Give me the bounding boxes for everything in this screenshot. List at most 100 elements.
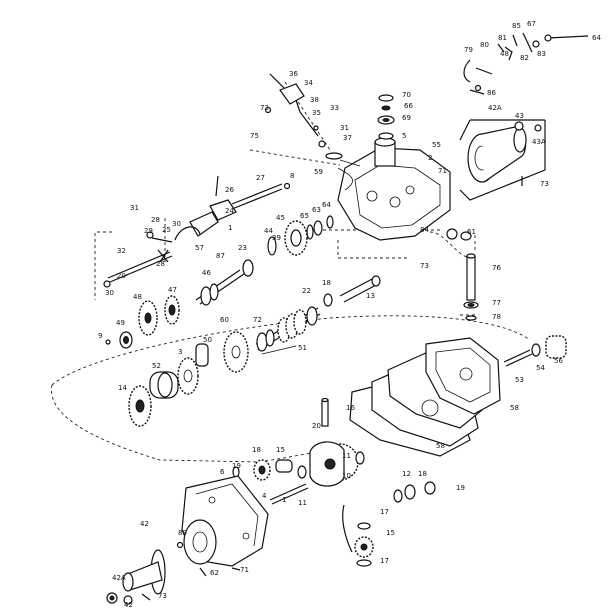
callout-c26: 26 [225, 186, 234, 194]
callout-c57: 57 [195, 244, 204, 252]
shaft-13 [323, 275, 381, 307]
callout-c55: 55 [432, 141, 441, 149]
callout-c31b: 31 [130, 204, 139, 212]
callout-c53: 53 [515, 376, 524, 384]
callout-c9: 9 [98, 332, 102, 340]
callout-c43a: 43A [532, 138, 546, 146]
lower-right-gears [342, 481, 436, 567]
callout-c77: 77 [492, 299, 501, 307]
callout-c36: 36 [289, 70, 298, 78]
callout-c32: 32 [117, 247, 126, 255]
cover-gaskets [349, 337, 501, 457]
callout-c42b: 42 [124, 601, 133, 609]
callout-c51: 51 [298, 344, 307, 352]
callout-c34: 34 [304, 79, 313, 87]
differential-assembly [297, 397, 365, 487]
callout-c56: 56 [554, 357, 563, 365]
callout-c80: 80 [480, 41, 489, 49]
callout-c48: 48 [500, 50, 509, 58]
callout-c1: 1 [228, 224, 232, 232]
callout-c48b: 48 [133, 293, 142, 301]
callout-c65: 65 [300, 212, 309, 220]
callout-c27: 27 [256, 174, 265, 182]
callout-c13: 13 [366, 292, 375, 300]
callout-c85: 85 [512, 22, 521, 30]
output-shaft-21 [255, 306, 321, 355]
callout-c35: 35 [312, 109, 321, 117]
callout-c78: 78 [492, 313, 501, 321]
callout-c15: 15 [276, 446, 285, 454]
callout-c75: 75 [250, 132, 259, 140]
callout-c33: 33 [330, 104, 339, 112]
countershaft-gears [128, 331, 249, 427]
shift-rod-and-fork [146, 175, 291, 263]
callout-c63: 63 [312, 206, 321, 214]
lower-housing [181, 475, 269, 567]
callout-c45: 45 [276, 214, 285, 222]
callout-c58: 58 [510, 404, 519, 412]
callout-c29: 29 [144, 227, 153, 235]
callout-c72: 72 [260, 104, 269, 112]
shift-linkage-parts [463, 32, 589, 95]
callout-c11b: 11 [298, 499, 307, 507]
callout-c47: 47 [168, 286, 177, 294]
callout-c81: 81 [498, 34, 507, 42]
shift-lever [264, 73, 343, 160]
callout-c30: 30 [105, 289, 114, 297]
callout-c43: 43 [515, 112, 524, 120]
stacked-washers-top [377, 94, 395, 140]
callout-c18: 18 [322, 279, 331, 287]
callout-c71b: 71 [240, 566, 249, 574]
callout-c42: 42 [140, 520, 149, 528]
shaft-32 [103, 251, 173, 288]
callout-c70: 70 [402, 91, 411, 99]
callout-c66: 66 [404, 102, 413, 110]
callout-c89: 89 [178, 529, 187, 537]
callout-c8: 8 [290, 172, 294, 180]
right-side-parts [446, 228, 479, 321]
callout-c83: 83 [537, 50, 546, 58]
upper-gear-housing [337, 137, 451, 241]
callout-c52: 52 [152, 362, 161, 370]
callout-c6: 6 [220, 468, 225, 476]
callout-c87: 87 [216, 252, 225, 260]
callout-c18b: 18 [252, 446, 261, 454]
callout-c58b: 58 [436, 442, 445, 450]
callout-c73b: 73 [420, 262, 429, 270]
callout-c31: 31 [340, 124, 349, 132]
callout-c3: 3 [178, 348, 182, 356]
callout-c24: 24 [225, 207, 234, 215]
callout-c64b: 64 [322, 201, 331, 209]
axle-flange-left [106, 541, 241, 605]
callout-c79: 79 [464, 46, 473, 54]
callout-c17: 17 [380, 508, 389, 516]
callout-c59: 59 [314, 168, 323, 176]
callout-c28: 28 [151, 216, 160, 224]
callout-c1b: 1 [282, 496, 286, 504]
bevel-gear-45 [267, 215, 334, 256]
callout-c19: 19 [232, 462, 241, 470]
callout-c46: 46 [202, 269, 211, 277]
callout-c5: 5 [402, 132, 406, 140]
callout-c49: 49 [116, 319, 125, 327]
callout-c11: 11 [342, 452, 351, 460]
callout-c71: 71 [438, 167, 447, 175]
callout-c20: 20 [117, 272, 126, 280]
callout-c50: 50 [203, 336, 212, 344]
shaft-46-assembly [105, 259, 254, 349]
callout-c20b: 20 [312, 422, 321, 430]
callout-c72b: 72 [253, 316, 262, 324]
callout-c76: 76 [492, 264, 501, 272]
callout-c38: 38 [310, 96, 319, 104]
callout-c2: 2 [428, 154, 432, 162]
callout-c60: 60 [220, 316, 229, 324]
callout-c84: 84 [420, 226, 429, 234]
callout-c37: 37 [343, 134, 352, 142]
callout-c82: 82 [520, 54, 529, 62]
callout-c54: 54 [536, 364, 545, 372]
callout-c62: 62 [210, 569, 219, 577]
callout-c4: 4 [262, 492, 267, 500]
callout-c42a: 42A [488, 104, 502, 112]
